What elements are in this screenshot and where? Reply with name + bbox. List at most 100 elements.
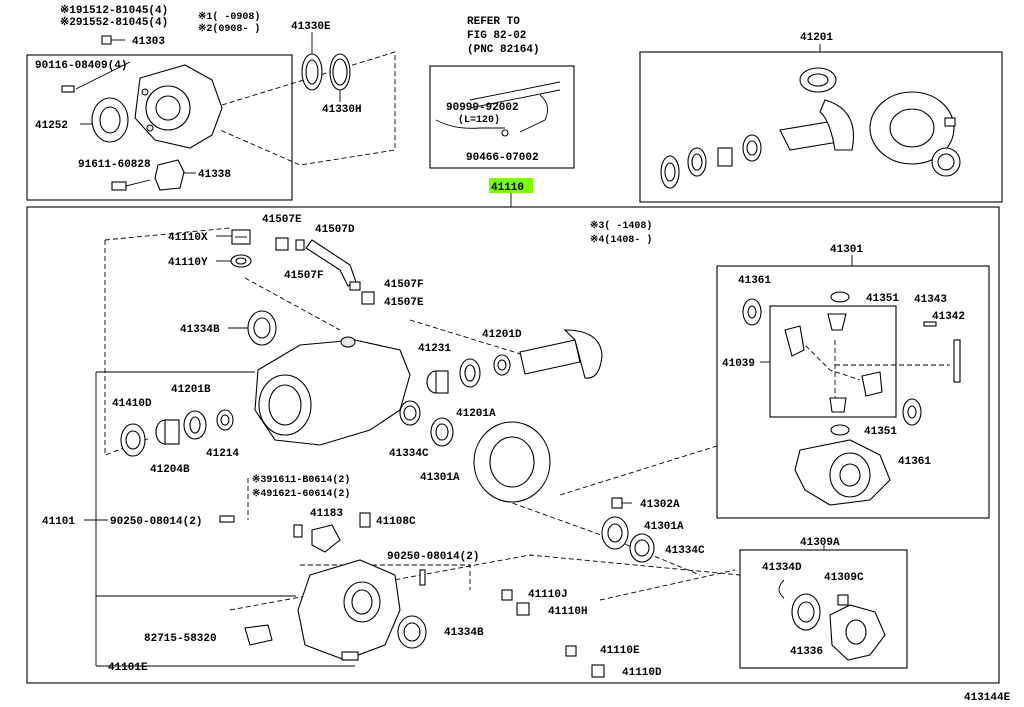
label-90466: 90466-07002: [466, 152, 539, 164]
part-pinion-gear: [519, 329, 603, 379]
label-41342: 41342: [932, 311, 965, 323]
label-391611: ※391611-B0614(2): [252, 474, 350, 486]
label-41231: 41231: [418, 343, 451, 355]
part-flange-41309C: [829, 594, 886, 661]
label-41361-a: 41361: [738, 275, 771, 287]
label-41110J: 41110J: [528, 589, 568, 601]
label-82715: 82715-58320: [144, 633, 217, 645]
label-41201B: 41201B: [171, 384, 211, 396]
part-washer-41351-low: [830, 424, 850, 436]
label-41507D: 41507D: [315, 224, 355, 236]
part-pin-90250: [219, 515, 235, 523]
dash-left-housing: [104, 227, 231, 241]
label-90116: 90116-08409(4): [35, 60, 127, 72]
part-spacer-41214: [216, 409, 234, 431]
box-main-assembly: [26, 206, 1000, 684]
part-bolt-top: [101, 35, 125, 45]
label-41110E: 41110E: [600, 645, 640, 657]
dash-left-down: [104, 240, 151, 456]
label-41334C-b: 41334C: [665, 545, 705, 557]
part-bracket-41183: [311, 524, 341, 553]
part-bearing-41301A-low: [601, 516, 629, 550]
label-491621: ※491621-60614(2): [252, 488, 350, 500]
label-41334C-a: 41334C: [389, 448, 429, 460]
part-shaft-41342: [953, 339, 961, 383]
part-bolts-41110J: [501, 589, 530, 616]
label-41108C: 41108C: [376, 516, 416, 528]
part-plug-41110X: [231, 229, 251, 245]
part-hose-90999: [435, 81, 561, 137]
label-41334D: 41334D: [762, 562, 802, 574]
part-41303-housing: [134, 64, 223, 149]
dash-lower-cover: [229, 554, 741, 611]
label-rev-note-1: ※1( -0908): [198, 11, 260, 23]
label-41201A: 41201A: [456, 408, 496, 420]
label-41110[interactable]: 41110: [491, 182, 524, 194]
label-41351-b: 41351: [864, 426, 897, 438]
label-90999: 90999-92002: [446, 102, 519, 114]
label-41201: 41201: [800, 32, 833, 44]
label-41507F-a: 41507F: [284, 270, 324, 282]
label-41301: 41301: [830, 244, 863, 256]
label-41110D: 41110D: [622, 667, 662, 679]
part-bearing-41301A-top: [430, 417, 454, 447]
box-41039-inner: [769, 305, 897, 418]
label-41507E-a: 41507E: [262, 214, 302, 226]
dash-lower-right: [599, 569, 736, 601]
label-41343: 41343: [914, 294, 947, 306]
part-seal-41334C: [399, 400, 421, 426]
label-top-note-a: ※191512-81045(4): [60, 4, 168, 17]
part-stud-90116: [61, 85, 75, 93]
part-diff-case: [794, 439, 891, 506]
label-90250-a: 90250-08014(2): [110, 516, 202, 528]
box-41309A-group: [739, 549, 908, 669]
label-41039: 41039: [722, 358, 755, 370]
part-seal-41252: [91, 97, 129, 143]
part-bolt-41302A: [611, 497, 632, 509]
label-41334B-b: 41334B: [444, 627, 484, 639]
part-flange-41204B: [155, 419, 180, 445]
part-washer-41201D: [493, 354, 511, 376]
dash-pinion: [409, 319, 541, 361]
part-breather-41507: [275, 237, 375, 305]
box-refer-fig: [429, 65, 575, 169]
label-41336: 41336: [790, 646, 823, 658]
part-seal-41334C-low: [629, 533, 655, 563]
label-41309C: 41309C: [824, 572, 864, 584]
label-41301A-a: 41301A: [420, 472, 460, 484]
part-washer-41351-top: [830, 291, 850, 303]
part-seal-41410D: [120, 423, 146, 457]
label-41303: 41303: [132, 36, 165, 48]
label-41183: 41183: [310, 508, 343, 520]
part-bolt-91611: [111, 179, 151, 191]
label-41361-b: 41361: [898, 456, 931, 468]
label-refer-2: FIG 82-02: [467, 30, 526, 42]
part-pinion-gears-41039: [784, 313, 883, 413]
label-41507E-b: 41507E: [384, 297, 424, 309]
part-block-41338: [154, 159, 185, 191]
part-41201-gearset: [660, 67, 961, 189]
label-41338: 41338: [198, 169, 231, 181]
label-41204B: 41204B: [150, 464, 190, 476]
label-41351-a: 41351: [866, 293, 899, 305]
part-plug-41108C: [359, 512, 371, 528]
part-pin-90250-b: [419, 569, 426, 586]
label-L120: (L=120): [458, 114, 500, 126]
part-pin-41343: [923, 321, 937, 327]
label-91611: 91611-60828: [78, 159, 151, 171]
part-bolt-391611: [293, 524, 303, 538]
label-41309A: 41309A: [800, 537, 840, 549]
label-41301A-b: 41301A: [644, 521, 684, 533]
label-refer-3: (PNC 82164): [467, 44, 540, 56]
highlight-41110: [489, 178, 533, 193]
label-41101E: 41101E: [108, 662, 148, 674]
part-ring-gear: [473, 421, 551, 503]
label-41110X: 41110X: [168, 232, 208, 244]
part-washer-41110Y: [230, 254, 252, 268]
dash-41039-diag: [799, 339, 861, 381]
part-seal-41334B-low: [397, 615, 427, 649]
label-41110Y: 41110Y: [168, 257, 208, 269]
label-41302A: 41302A: [640, 499, 680, 511]
part-carrier-housing: [254, 336, 411, 446]
label-rev-note-3: ※3( -1408): [590, 220, 652, 232]
